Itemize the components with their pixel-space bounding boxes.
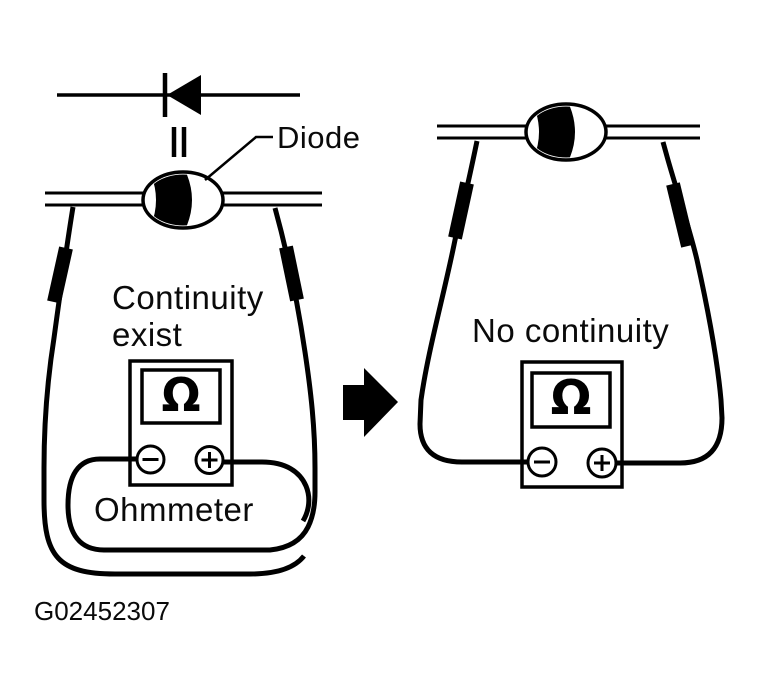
figure-id: G02452307 [34,596,170,626]
continuity-line1: Continuity [112,279,264,316]
transition-arrow-icon [343,368,398,437]
diode-schematic-symbol [57,73,300,117]
ohmmeter-body-left [128,359,234,487]
diode-component-right [524,102,608,162]
left-circuit [41,135,322,577]
negative-terminal-left [135,444,166,475]
left-probe [47,246,73,304]
meter-display-symbol-right: Ω [550,370,592,426]
cathode-band [148,174,192,226]
diode-leader-line [204,135,273,181]
meter-display-symbol-left: Ω [161,367,201,422]
meter-display [140,368,222,425]
diode-component-left [141,170,225,230]
negative-terminal-right [526,446,558,478]
cathode-band [531,106,575,158]
positive-lead-curl [222,459,312,523]
right-probe [666,182,695,248]
positive-terminal-right [586,447,618,479]
negative-test-lead [65,207,318,553]
meter-display [530,371,612,429]
diode-label: Diode [277,120,361,155]
positive-terminal-left [194,445,225,475]
ohmmeter-label: Ohmmeter [94,491,254,528]
plus-icon [594,455,610,471]
continuity-line2: exist [112,316,183,353]
no-continuity-result-label: No continuity [472,312,670,349]
plus-icon [201,452,218,468]
negative-test-lead [417,140,528,465]
anode-triangle [167,75,201,115]
left-probe [448,181,474,240]
right-circuit [417,102,725,489]
right-probe [279,245,304,302]
equals-mark-icon [171,127,187,157]
